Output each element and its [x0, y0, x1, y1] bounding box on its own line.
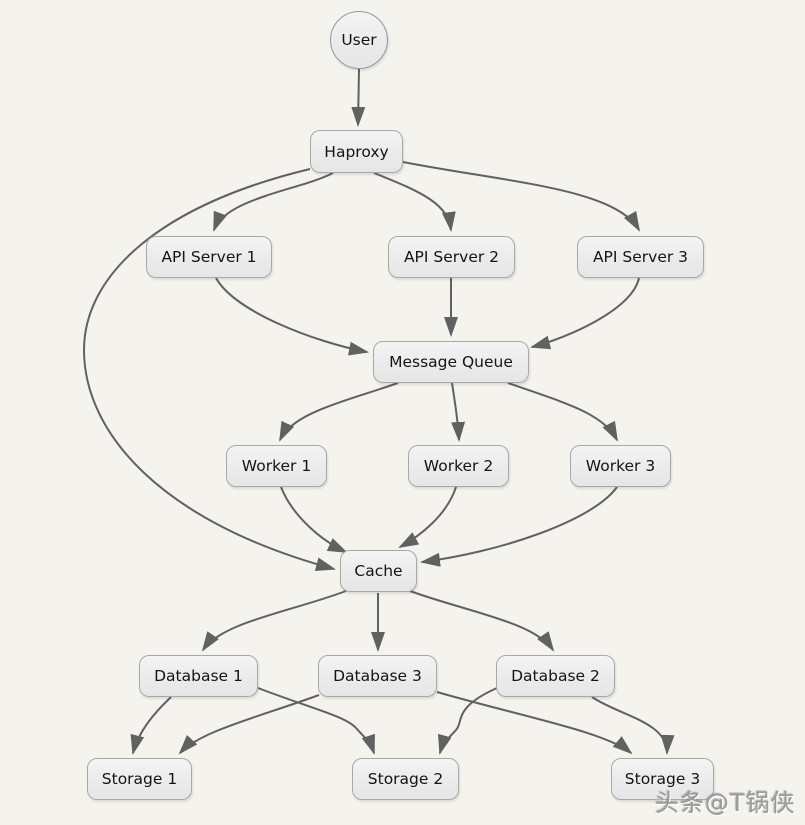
edge-cache-database-2: [409, 590, 555, 652]
node-storage-3: Storage 3: [611, 758, 714, 800]
edge-haproxy-cache: [82, 168, 336, 572]
edge-database-1-storage-2: [257, 687, 375, 755]
node-database-3: Database 3: [318, 655, 437, 697]
edge-database-1-storage-1: [130, 696, 172, 755]
node-api-server-3: API Server 3: [577, 236, 704, 278]
node-haproxy: Haproxy: [310, 130, 403, 173]
node-storage-2: Storage 2: [352, 758, 459, 800]
node-user: User: [330, 11, 388, 69]
edge-database-2-storage-3: [591, 696, 675, 755]
node-api-server-1: API Server 1: [146, 236, 272, 278]
node-worker-2: Worker 2: [408, 445, 509, 487]
edge-api-server-1-message-queue: [215, 277, 369, 356]
node-database-2: Database 2: [496, 655, 615, 697]
edge-haproxy-api-server-3: [402, 161, 640, 232]
node-database-1: Database 1: [139, 655, 258, 697]
edge-haproxy-api-server-1: [213, 172, 334, 232]
edge-database-3-storage-1: [178, 694, 320, 755]
edge-message-queue-worker-1: [279, 382, 399, 442]
node-api-server-2: API Server 2: [388, 236, 515, 278]
node-storage-1: Storage 1: [87, 758, 192, 800]
edge-worker-2-cache: [398, 486, 457, 548]
node-message-queue: Message Queue: [373, 341, 529, 383]
edge-message-queue-worker-3: [507, 382, 618, 442]
edge-worker-1-cache: [280, 486, 348, 553]
edge-database-2-storage-2: [437, 687, 498, 755]
toutiao-watermark: 头条@T锅侠: [655, 789, 796, 817]
edge-message-queue-worker-2: [451, 382, 466, 442]
edge-haproxy-api-server-2: [373, 172, 456, 232]
node-worker-1: Worker 1: [226, 445, 327, 487]
edge-database-3-storage-3: [436, 691, 633, 755]
node-cache: Cache: [340, 550, 417, 592]
node-worker-3: Worker 3: [570, 445, 671, 487]
edge-api-server-3-message-queue: [530, 277, 640, 350]
edge-worker-3-cache: [420, 486, 618, 567]
edge-cache-database-1: [201, 590, 347, 652]
edge-user-haproxy: [351, 68, 366, 127]
